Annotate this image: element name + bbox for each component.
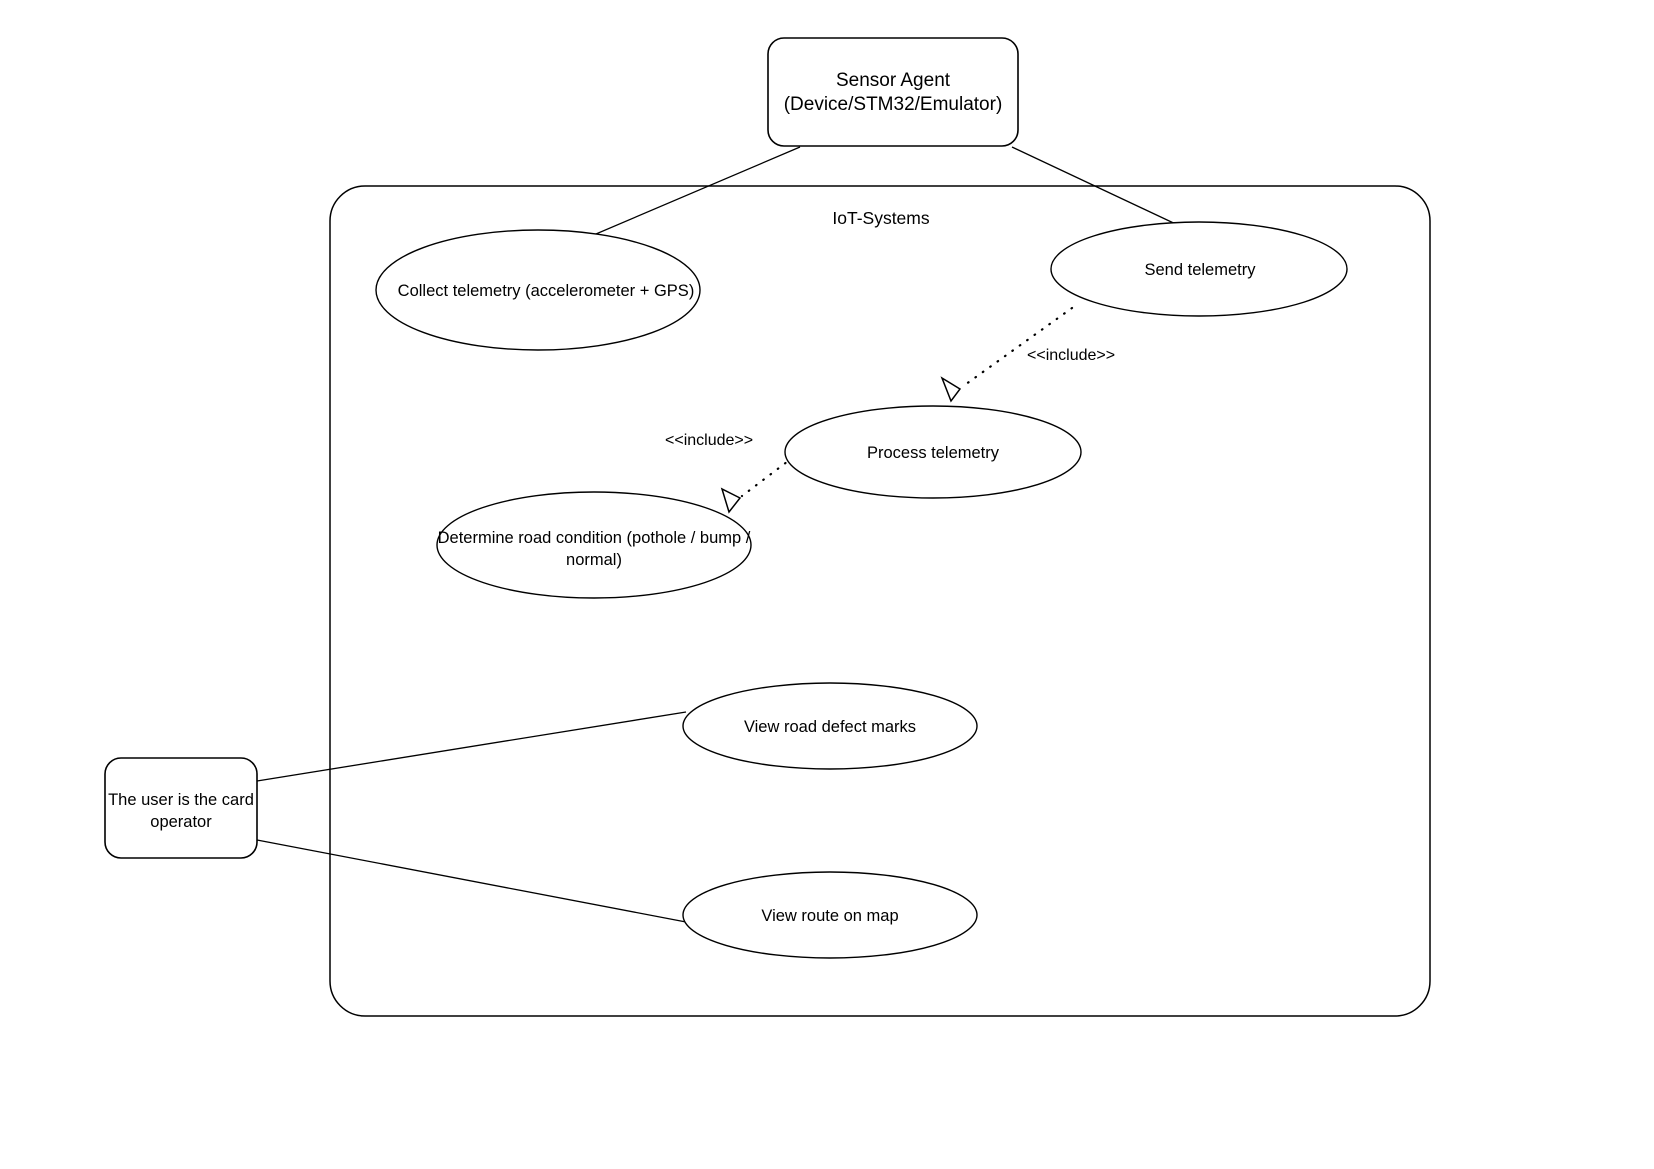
use-case-determine-road-condition-ellipse [436, 491, 752, 599]
system-boundary-title: IoT-Systems [832, 208, 929, 228]
actor-sensor-agent-box [767, 37, 1019, 147]
include-relationship-process-to-determine[interactable]: <<include>> [665, 432, 802, 514]
include-stereotype-send-to-process: <<include>> [1027, 347, 1115, 364]
association-user-to-view-route-on-map [256, 839, 687, 923]
use-case-send-telemetry-ellipse [1050, 221, 1348, 317]
use-case-process-telemetry-ellipse [784, 405, 1082, 499]
use-case-determine-road-condition[interactable]: Determine road condition (pothole / bump… [436, 491, 752, 599]
use-case-view-road-defect-marks[interactable]: View road defect marks [682, 682, 978, 770]
use-case-determine-road-condition-label-line2: normal) [566, 551, 622, 569]
include-stereotype-process-to-determine: <<include>> [665, 432, 753, 449]
use-case-process-telemetry-label: Process telemetry [867, 444, 1000, 462]
system-boundary-outline [329, 185, 1431, 1017]
use-case-collect-telemetry[interactable]: Collect telemetry (accelerometer + GPS) [375, 229, 701, 351]
actor-user-card-operator-box [104, 757, 258, 859]
include-arrowhead-send-to-process [940, 376, 962, 403]
actor-sensor-agent-label-line2: (Device/STM32/Emulator) [784, 94, 1003, 115]
use-case-view-road-defect-marks-ellipse [682, 682, 978, 770]
system-boundary-iot-systems[interactable]: IoT-Systems [329, 185, 1431, 1017]
use-case-determine-road-condition-label-line1: Determine road condition (pothole / bump… [438, 529, 751, 547]
include-arrowhead-process-to-determine [720, 487, 742, 514]
use-case-process-telemetry[interactable]: Process telemetry [784, 405, 1082, 499]
actor-user-card-operator-label-line2: operator [150, 813, 212, 831]
include-dashed-line-process-to-determine [740, 450, 802, 498]
actor-sensor-agent[interactable]: Sensor Agent (Device/STM32/Emulator) [767, 37, 1019, 147]
actor-user-card-operator[interactable]: The user is the card operator [104, 757, 258, 859]
use-case-view-route-on-map[interactable]: View route on map [682, 871, 978, 959]
use-case-send-telemetry-label: Send telemetry [1145, 261, 1257, 279]
use-case-collect-telemetry-ellipse [375, 229, 701, 351]
include-relationship-send-to-process[interactable]: <<include>> [940, 306, 1115, 403]
use-case-send-telemetry[interactable]: Send telemetry [1050, 221, 1348, 317]
use-case-view-route-on-map-ellipse [682, 871, 978, 959]
actor-sensor-agent-label-line1: Sensor Agent [836, 70, 951, 91]
actor-user-card-operator-label-line1: The user is the card [108, 791, 254, 809]
use-case-view-route-on-map-label: View route on map [761, 907, 898, 925]
association-sensor-agent-to-send-telemetry [1011, 146, 1200, 236]
use-case-collect-telemetry-label: Collect telemetry (accelerometer + GPS) [398, 282, 695, 300]
association-user-to-view-road-defect-marks [256, 711, 687, 782]
use-case-view-road-defect-marks-label: View road defect marks [744, 718, 916, 736]
